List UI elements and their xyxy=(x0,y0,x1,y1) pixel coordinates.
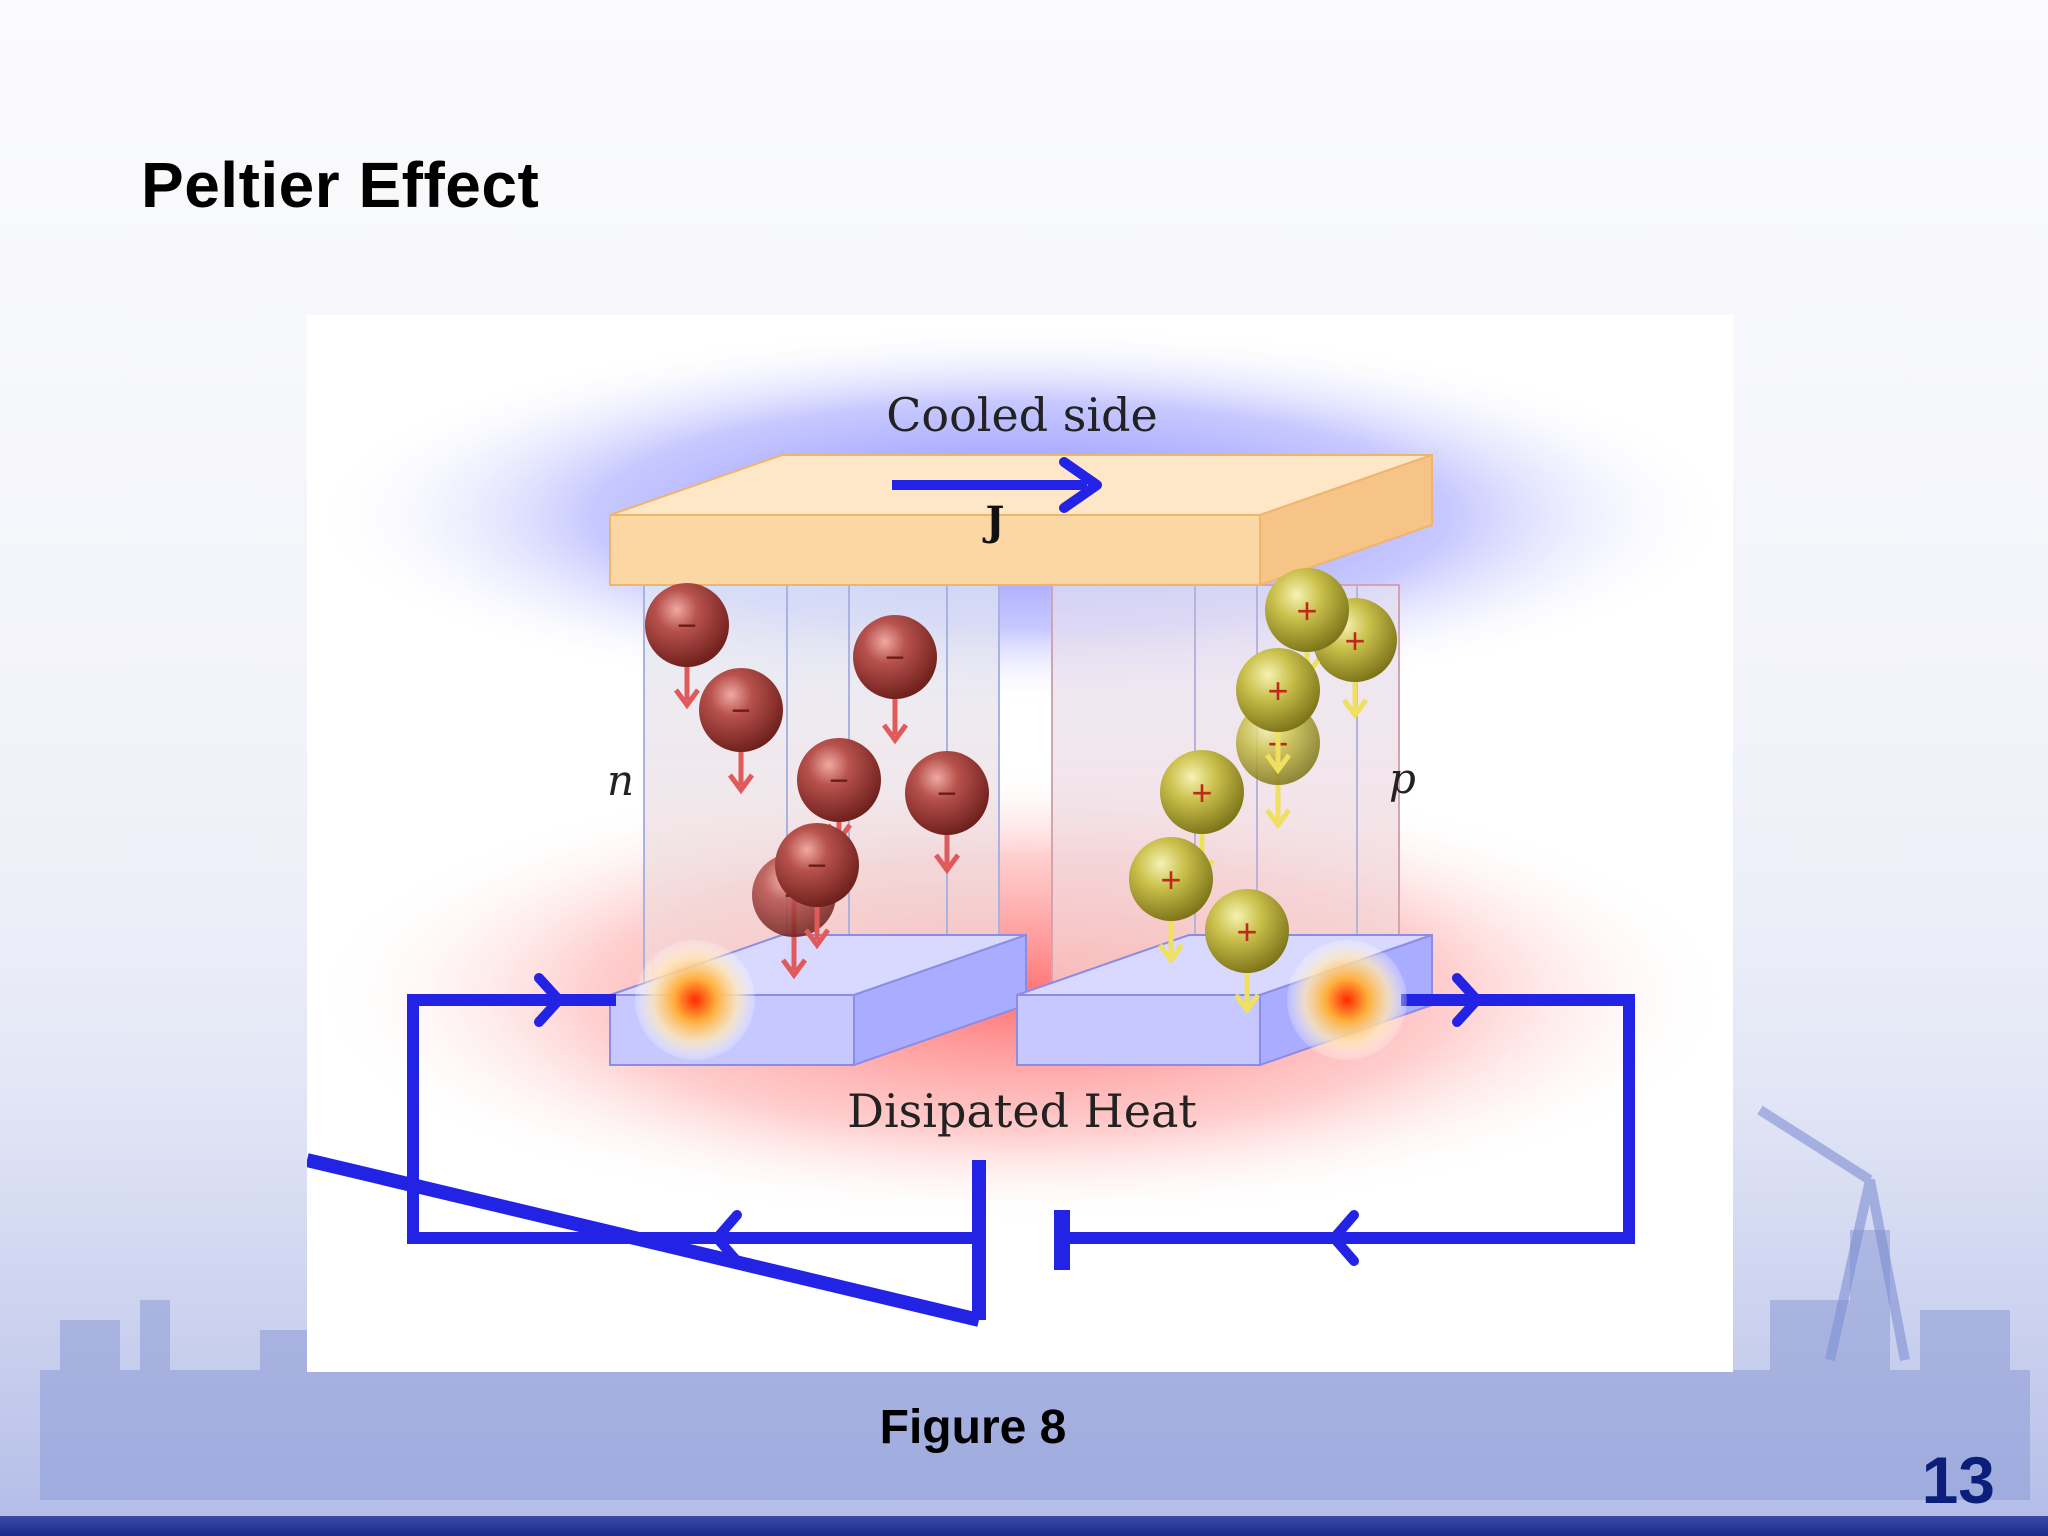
svg-text:+: + xyxy=(1236,911,1257,952)
circuit-arrowhead xyxy=(534,973,564,1027)
circuit-arrowhead xyxy=(1329,1210,1359,1266)
top-plate xyxy=(609,453,1433,587)
circuit-arrowhead xyxy=(712,1210,742,1266)
slide-title: Peltier Effect xyxy=(141,149,540,221)
cooled-side-label: Cooled side xyxy=(886,388,1158,442)
svg-text:+: + xyxy=(1344,620,1365,661)
hole-particle: + xyxy=(1236,648,1320,775)
svg-text:−: − xyxy=(731,692,751,730)
current-arrow xyxy=(892,457,1102,513)
svg-text:+: + xyxy=(1160,859,1181,900)
n-label: n xyxy=(607,756,634,805)
heat-spark-right xyxy=(1287,940,1407,1060)
svg-text:−: − xyxy=(807,847,827,885)
hole-particle: + xyxy=(1265,568,1349,680)
electron-particle: − xyxy=(905,751,989,875)
svg-text:−: − xyxy=(829,762,849,800)
page-number: 13 xyxy=(1921,1443,1995,1517)
battery-long-plate xyxy=(307,1153,981,1327)
svg-text:−: − xyxy=(885,639,905,677)
hole-particle: + xyxy=(1160,750,1244,880)
electron-particle: − xyxy=(775,823,859,950)
p-label: p xyxy=(1389,754,1416,803)
circuit-arrowhead xyxy=(1452,973,1482,1027)
footer-bar xyxy=(0,1516,2048,1536)
hole-particle: + xyxy=(1129,837,1213,965)
svg-text:+: + xyxy=(1191,772,1212,813)
current-label: J xyxy=(983,498,1005,545)
circuit-wire xyxy=(407,994,1635,1244)
peltier-diagram-svg: Cooled side n p J xyxy=(307,325,1733,1327)
electron-particle: − xyxy=(699,668,783,795)
svg-text:−: − xyxy=(677,607,697,645)
figure-caption: Figure 8 xyxy=(879,1401,1067,1454)
dissipated-heat-label: Disipated Heat xyxy=(847,1084,1197,1138)
svg-text:+: + xyxy=(1296,590,1317,631)
svg-text:+: + xyxy=(1267,670,1288,711)
hole-particle: + xyxy=(1205,889,1289,1015)
heat-spark-left xyxy=(635,940,755,1060)
peltier-diagram: Cooled side n p J xyxy=(307,315,1733,1372)
electron-particle: − xyxy=(645,583,729,710)
svg-text:−: − xyxy=(937,775,957,813)
electron-particle: − xyxy=(853,615,937,745)
